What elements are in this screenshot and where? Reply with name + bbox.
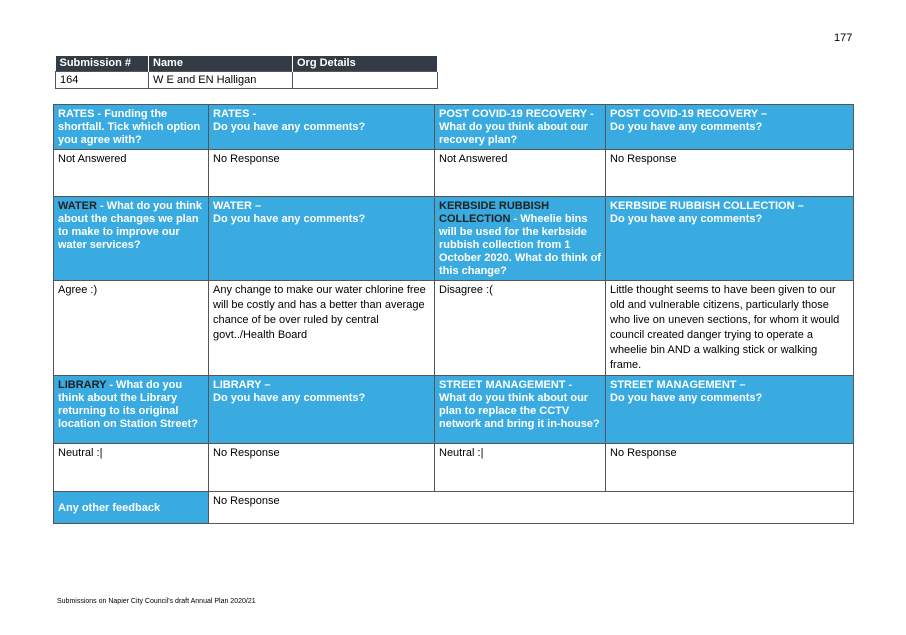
kerbside-question: KERBSIDE RUBBISH COLLECTION - Wheelie bi… (434, 196, 606, 281)
submission-number: 164 (55, 70, 149, 89)
covid-question: POST COVID-19 RECOVERY - What do you thi… (434, 104, 606, 150)
water-question: WATER - What do you think about the chan… (53, 196, 209, 281)
kerbside-answer: Disagree :( (434, 280, 606, 376)
submitter-name: W E and EN Halligan (148, 70, 293, 89)
rates-answer: Not Answered (53, 149, 209, 197)
street-question: STREET MANAGEMENT - What do you think ab… (434, 375, 606, 444)
covid-comments-answer: No Response (605, 149, 854, 197)
org-details (292, 70, 438, 89)
rates-question: RATES - Funding the shortfall. Tick whic… (53, 104, 209, 150)
other-feedback-label: Any other feedback (53, 491, 209, 524)
covid-comments-question: POST COVID-19 RECOVERY –Do you have any … (605, 104, 854, 150)
rates-comments-answer: No Response (208, 149, 435, 197)
water-answer: Agree :) (53, 280, 209, 376)
page-number: 177 (834, 32, 853, 44)
questions-table: RATES - Funding the shortfall. Tick whic… (53, 104, 854, 524)
water-comments-question: WATER –Do you have any comments? (208, 196, 435, 281)
submission-number-header: Submission # (55, 56, 149, 71)
submission-table: Submission # Name Org Details 164 W E an… (55, 56, 438, 89)
org-details-header: Org Details (292, 56, 438, 71)
library-comments-answer: No Response (208, 443, 435, 492)
kerbside-comments-question: KERBSIDE RUBBISH COLLECTION –Do you have… (605, 196, 854, 281)
name-header: Name (148, 56, 293, 71)
street-answer: Neutral :| (434, 443, 606, 492)
library-question: LIBRARY - What do you think about the Li… (53, 375, 209, 444)
other-feedback-answer: No Response (208, 491, 854, 524)
water-comments-answer: Any change to make our water chlorine fr… (208, 280, 435, 376)
footer: Submissions on Napier City Council's dra… (57, 598, 256, 605)
street-comments-question: STREET MANAGEMENT –Do you have any comme… (605, 375, 854, 444)
street-comments-answer: No Response (605, 443, 854, 492)
kerbside-comments-answer: Little thought seems to have been given … (605, 280, 854, 376)
library-answer: Neutral :| (53, 443, 209, 492)
covid-answer: Not Answered (434, 149, 606, 197)
library-comments-question: LIBRARY –Do you have any comments? (208, 375, 435, 444)
rates-comments-question: RATES -Do you have any comments? (208, 104, 435, 150)
